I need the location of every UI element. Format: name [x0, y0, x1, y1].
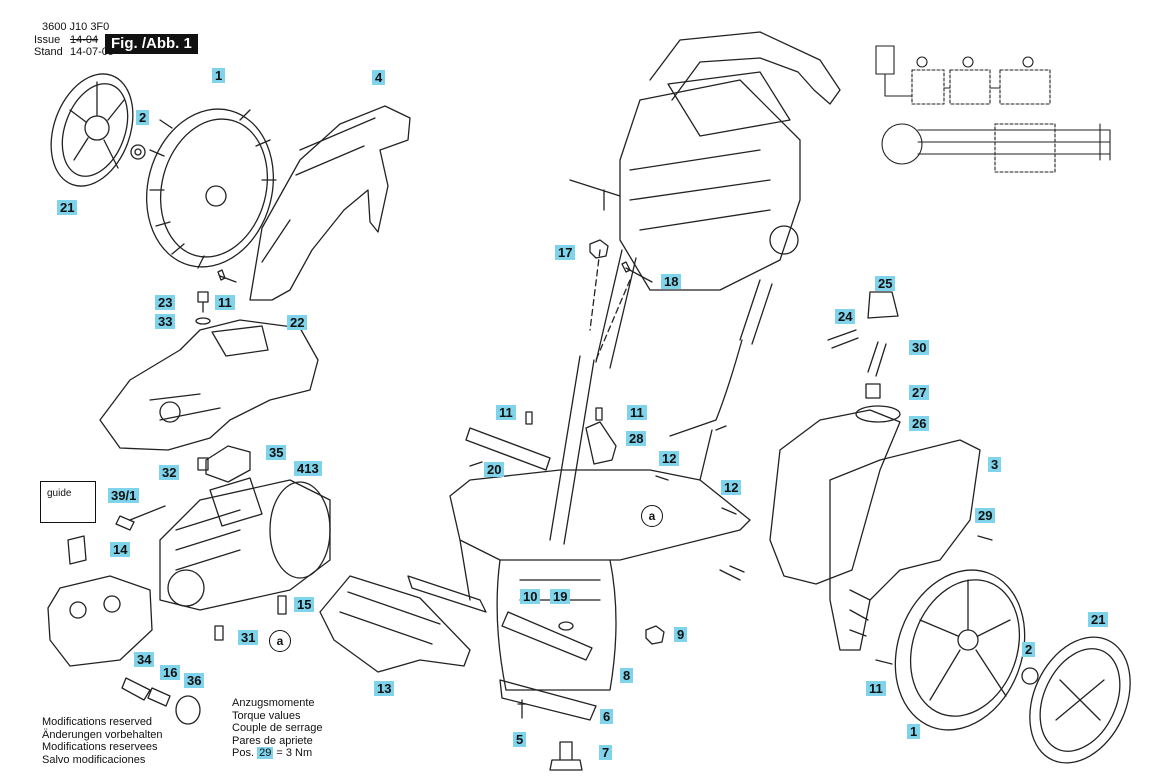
callout-1: 1: [212, 68, 226, 83]
callout-11: 11: [627, 405, 647, 420]
callout-2: 2: [136, 110, 150, 125]
callout-29: 29: [975, 508, 996, 523]
callout-17: 17: [555, 245, 576, 260]
callout-7: 7: [599, 745, 613, 760]
callout-21: 21: [57, 200, 78, 215]
callout-5: 5: [513, 732, 527, 747]
callout-8: 8: [620, 668, 634, 683]
stand-label: Stand: [34, 46, 63, 58]
callout-31: 31: [238, 630, 259, 645]
callout-12: 12: [659, 451, 680, 466]
callout-11: 11: [866, 681, 886, 696]
issue-value: 14-04: [70, 34, 99, 46]
callout-1: 1: [907, 724, 921, 739]
callout-22: 22: [287, 315, 308, 330]
callout-11: 11: [496, 405, 516, 420]
figure-title: Fig. /Abb. 1: [105, 34, 198, 54]
torque-line: Torque values: [232, 709, 301, 722]
callout-12: 12: [721, 480, 742, 495]
callout-3: 3: [988, 457, 1002, 472]
housing-cover-part: [99, 319, 319, 451]
front-cover-part: [319, 575, 471, 673]
callout-20: 20: [484, 462, 505, 477]
torque-note: Anzugsmomente Torque values Couple de se…: [232, 697, 323, 760]
callout-25: 25: [875, 276, 896, 291]
modifications-line: Salvo modificaciones: [42, 753, 146, 766]
callout-11: 11: [215, 295, 235, 310]
right-hub-cap-part: [1029, 636, 1131, 764]
stand-value: 14-07-09: [70, 46, 115, 58]
callout-30: 30: [909, 340, 930, 355]
torque-line: Couple de serrage: [232, 722, 323, 734]
callout-413: 413: [294, 461, 322, 476]
issue-label: Issue: [34, 34, 61, 46]
base-frame-part: [449, 355, 751, 771]
callout-4: 4: [372, 70, 386, 85]
torque-pos-suffix: = 3 Nm: [276, 747, 313, 759]
callout-6: 6: [600, 709, 614, 724]
callout-39-1: 39/1: [108, 488, 140, 503]
callout-13: 13: [374, 681, 395, 696]
torque-line: Anzugsmomente: [232, 697, 315, 709]
modifications-line: Änderungen vorbehalten: [42, 728, 163, 741]
modifications-line: Modifications reservees: [42, 741, 158, 753]
callout-32: 32: [159, 465, 180, 480]
callout-16: 16: [160, 665, 181, 680]
wheel-guard-part: [249, 105, 411, 301]
callout-2: 2: [1022, 642, 1036, 657]
callout-21: 21: [1088, 612, 1109, 627]
torque-line: Pares de apriete: [232, 734, 313, 747]
wiring-diagram: [875, 45, 1111, 173]
modifications-note: Modifications reserved Änderungen vorbeh…: [42, 716, 162, 766]
detergent-tank-part: [769, 291, 901, 585]
circle-marker-a: a: [641, 505, 663, 527]
callout-23: 23: [155, 295, 176, 310]
guide-box-label: guide: [47, 488, 72, 499]
callout-27: 27: [909, 385, 930, 400]
callout-28: 28: [626, 431, 647, 446]
right-wheel-guard-part: [829, 439, 981, 651]
torque-pos-line: Pos. 29 = 3 Nm: [232, 747, 323, 760]
callout-9: 9: [674, 627, 688, 642]
callout-35: 35: [266, 445, 287, 460]
callout-34: 34: [134, 652, 155, 667]
modifications-line: Modifications reserved: [42, 716, 153, 728]
guide-box: guide: [40, 481, 96, 523]
hub-cap-part: [50, 73, 134, 187]
callout-10: 10: [520, 589, 541, 604]
motor-part: [115, 477, 331, 611]
callout-33: 33: [155, 314, 176, 329]
callout-24: 24: [835, 309, 856, 324]
callout-15: 15: [294, 597, 315, 612]
circle-marker-a: a: [269, 630, 291, 652]
torque-pos-prefix: Pos.: [232, 747, 255, 759]
handle-frame-part: [569, 31, 841, 437]
doc-number: 3600 J10 3F0: [42, 21, 110, 33]
callout-18: 18: [661, 274, 682, 289]
nut-part: [130, 144, 146, 160]
wheel-part: [145, 108, 277, 269]
callout-19: 19: [550, 589, 571, 604]
callout-26: 26: [909, 416, 930, 431]
callout-14: 14: [110, 542, 131, 557]
right-wheel-part: [894, 569, 1026, 731]
torque-pos-number: 29: [257, 747, 274, 759]
pump-part: [47, 535, 153, 667]
callout-36: 36: [184, 673, 205, 688]
